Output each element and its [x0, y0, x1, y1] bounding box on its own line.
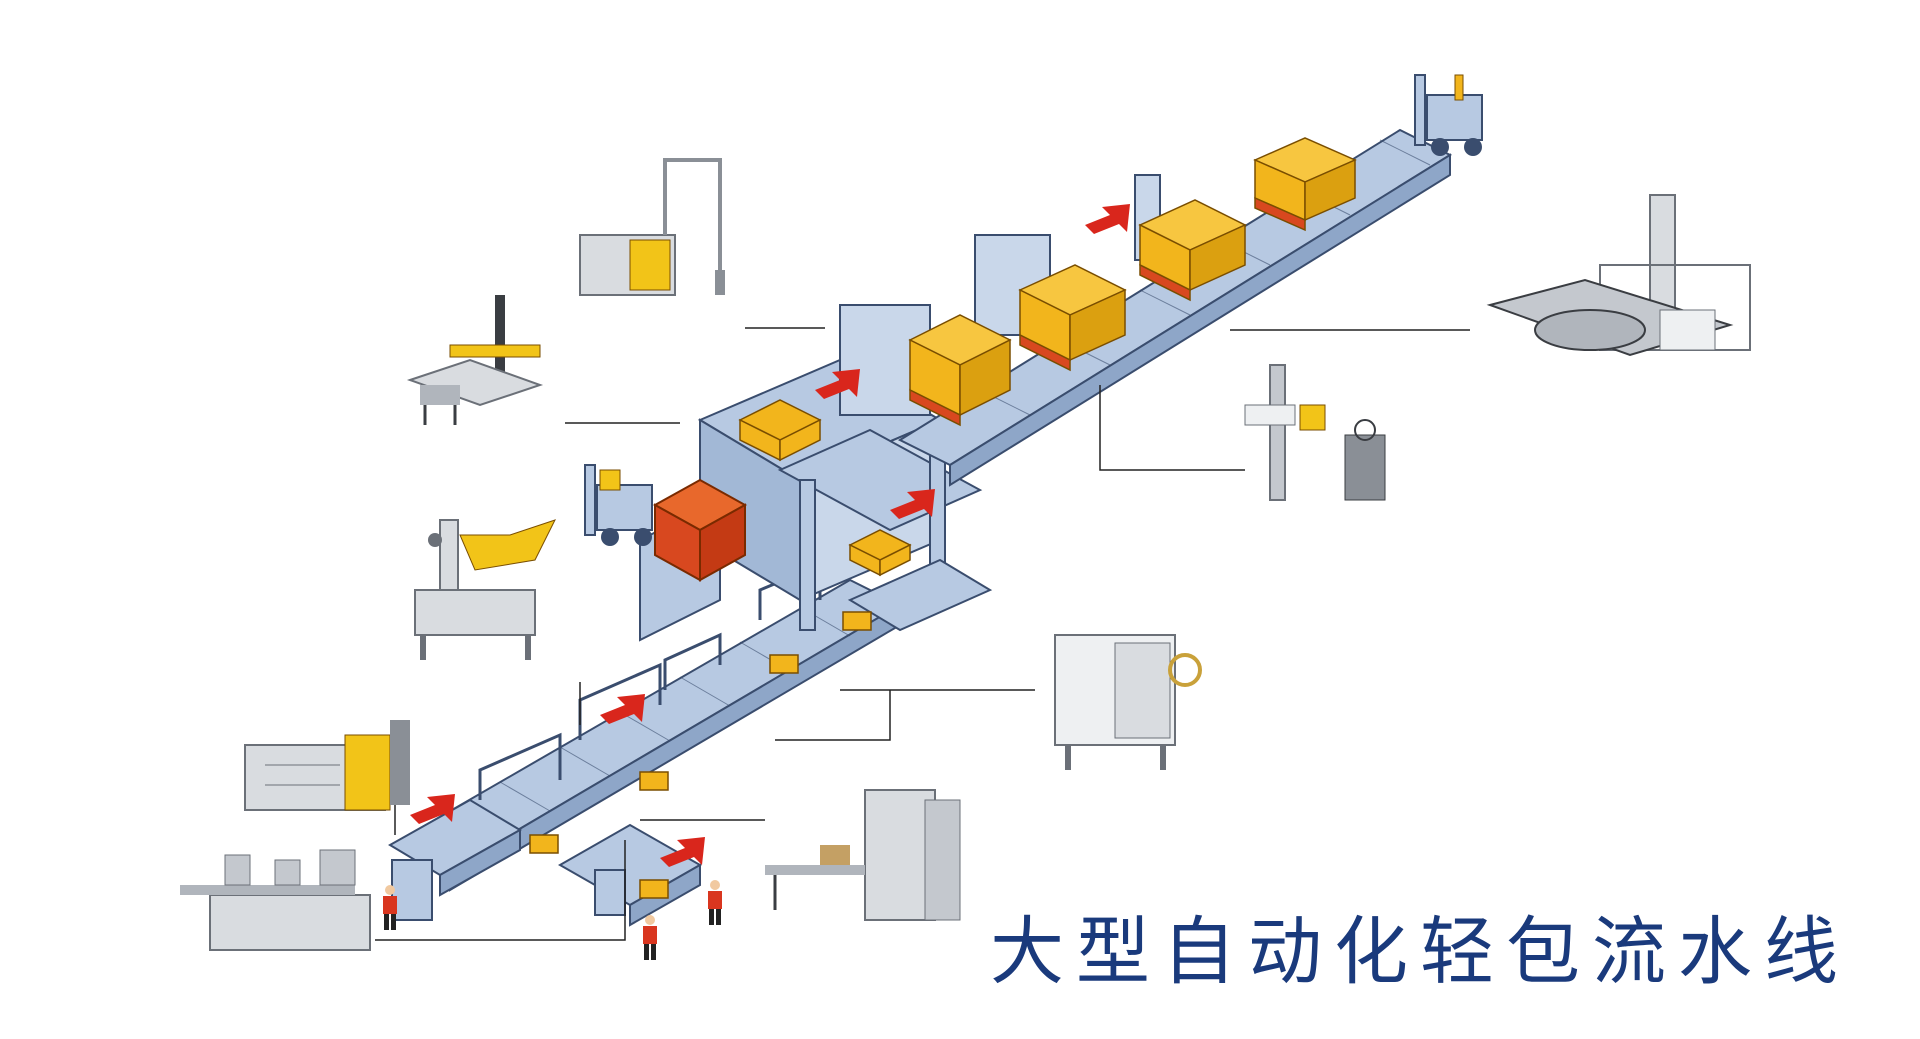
conveyor-branch-left	[388, 798, 703, 927]
flow-arrow-icon	[1085, 204, 1130, 234]
case-erector-icon	[244, 720, 410, 811]
pallet-loads	[908, 137, 1357, 427]
strapping-machine-icon	[579, 158, 725, 296]
carton-sealer-icon	[414, 519, 556, 660]
flow-arrow-icon	[890, 489, 935, 519]
pallet-stack-icon	[652, 478, 748, 582]
flow-arrow-icon	[815, 369, 860, 399]
worker-icon	[708, 880, 722, 925]
flow-arrow-icon	[600, 694, 645, 724]
labeling-machine-icon	[180, 849, 371, 951]
flow-arrow-icon	[410, 794, 455, 824]
cartons-lower	[529, 611, 872, 899]
conveyor-lower	[398, 578, 903, 892]
page-title: 大型自动化轻包流水线	[990, 909, 1850, 995]
flow-arrows	[410, 204, 1130, 867]
bagging-machine-icon	[765, 789, 961, 921]
turntable-wrapper-icon	[1486, 194, 1751, 357]
leader-lines	[375, 327, 1470, 941]
bale-press-icon	[1054, 634, 1202, 770]
palletizer-robot-icon	[406, 295, 544, 425]
station-boxes	[738, 399, 912, 577]
worker-icon	[643, 915, 657, 960]
flow-arrow-icon	[660, 837, 705, 867]
forklift-icon	[1414, 74, 1483, 156]
forklift-icon	[584, 464, 653, 546]
stretch-wrapper-icon	[1244, 364, 1386, 501]
worker-icon	[383, 885, 397, 930]
